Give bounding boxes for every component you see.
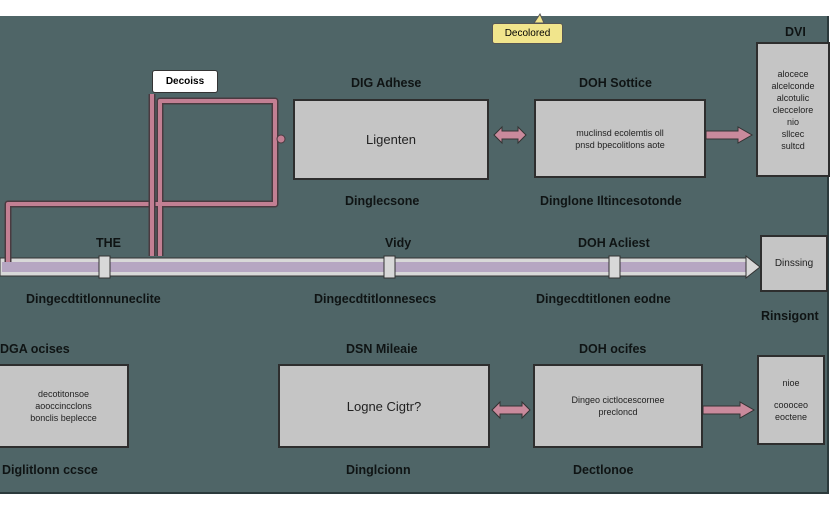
row1-left-caption: Dinglecsone bbox=[345, 194, 420, 208]
double-arrow-row3 bbox=[491, 400, 531, 420]
row3-center-title: DSN Mileaie bbox=[346, 342, 418, 356]
row1-mid-box: muclinsd ecolemtis oll pnsd bpecolitlons… bbox=[534, 99, 706, 178]
bus-top-label-1: THE bbox=[96, 236, 121, 250]
row1-right-box: alocece alcelconde alcotulic cleccelore … bbox=[756, 42, 830, 177]
row1-left-title: DIG Adhese bbox=[351, 76, 422, 90]
row3-left-box: decotitonsoe aooccincclons bonclis beple… bbox=[0, 364, 129, 448]
row1-right-line-6: sllcec bbox=[781, 128, 805, 139]
row3-mid-title: DOH ocifes bbox=[579, 342, 647, 356]
bus-bottom-label-3: Dingecdtitlonen eodne bbox=[536, 292, 671, 306]
row1-mid-line-2: pnsd bpecolitlons aote bbox=[575, 139, 665, 150]
row3-center-caption: Dinglcionn bbox=[346, 463, 411, 477]
bus-end-box: Dinssing bbox=[760, 235, 828, 292]
row3-center-box: Logne Cigtr? bbox=[278, 364, 490, 448]
row1-right-line-3: alcotulic bbox=[776, 92, 810, 103]
row3-mid-line-1: Dingeo cictlocescornee bbox=[571, 395, 665, 405]
bus-top-label-3: DOH Acliest bbox=[578, 236, 650, 250]
row1-right-line-2: alcelconde bbox=[771, 80, 815, 91]
row3-right-line-1: nioe bbox=[782, 378, 800, 388]
row1-left-box: Ligenten bbox=[293, 99, 489, 180]
corner-label: DVI bbox=[785, 25, 806, 39]
row1-right-line-1: alocece bbox=[777, 68, 809, 79]
row3-right-box: nioe coooceo eoctene bbox=[757, 355, 825, 445]
row3-mid-line-2: precloncd bbox=[598, 407, 638, 417]
row3-left-title: DGA ocises bbox=[0, 342, 70, 356]
bus-arrow bbox=[0, 254, 761, 280]
row1-mid-caption: Dinglone Iltincesotonde bbox=[540, 194, 682, 208]
row1-mid-line-1: muclinsd ecolemtis oll bbox=[576, 127, 664, 138]
row3-left-caption: Diglitlonn ccsce bbox=[2, 463, 98, 477]
row1-right-line-4: cleccelore bbox=[772, 104, 814, 115]
row3-left-line-1: decotitonsoe bbox=[37, 389, 90, 399]
row3-right-line-3: eoctene bbox=[774, 412, 808, 422]
row3-right-line-2: coooceo bbox=[773, 400, 809, 410]
row3-mid-caption: Dectlonoe bbox=[573, 463, 634, 477]
row3-left-line-2: aooccincclons bbox=[35, 401, 92, 411]
row1-right-line-7: sultcd bbox=[781, 140, 805, 151]
bus-top-label-2: Vidy bbox=[385, 236, 412, 250]
double-arrow-row1 bbox=[493, 125, 527, 145]
arrow-row1-right bbox=[705, 126, 754, 144]
bus-end-caption: Rinsigont bbox=[761, 309, 819, 323]
row1-left-body: Ligenten bbox=[366, 132, 416, 147]
tag-pointer bbox=[533, 12, 545, 24]
bus-bottom-label-2: Dingecdtitlonnesecs bbox=[314, 292, 437, 306]
bus-end-box-label: Dinssing bbox=[774, 258, 814, 269]
top-tag: Decolored bbox=[492, 23, 563, 44]
row3-mid-box: Dingeo cictlocescornee precloncd bbox=[533, 364, 703, 448]
pipe-tag: Decoiss bbox=[152, 70, 218, 93]
row1-right-line-5: nio bbox=[786, 116, 799, 127]
row3-left-line-3: bonclis beplecce bbox=[30, 413, 97, 423]
arrow-row3-right bbox=[702, 401, 756, 419]
pipe-loop bbox=[4, 94, 286, 262]
row1-mid-title: DOH Sottice bbox=[579, 76, 652, 90]
row3-center-body: Logne Cigtr? bbox=[346, 398, 422, 414]
bus-bottom-label-1: Dingecdtitlonnuneclite bbox=[26, 292, 161, 306]
